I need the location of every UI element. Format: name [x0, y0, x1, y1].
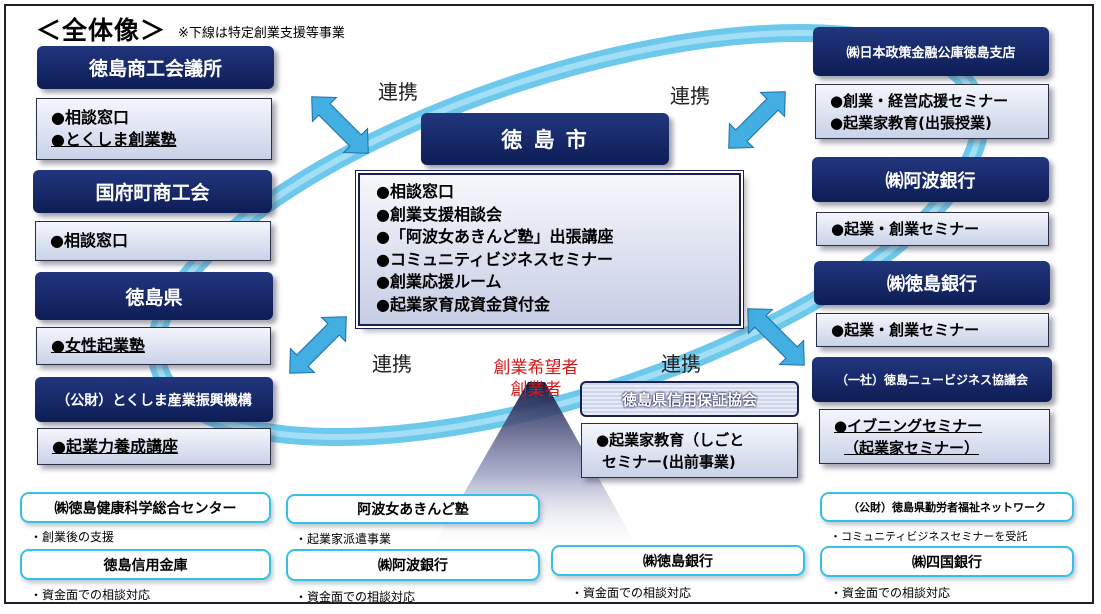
- partner-pill: 阿波女あきんど塾: [286, 494, 540, 524]
- partner-pill: ㈱徳島健康科学総合センター: [20, 492, 271, 523]
- center-title: 徳 島 市: [421, 113, 669, 165]
- partner-pill: 徳島信用金庫: [20, 549, 271, 580]
- arrow-icon-bottom-right: [747, 308, 805, 366]
- list-item: ●創業応援ルーム: [376, 272, 502, 291]
- arrow-icon-top-left: [311, 96, 369, 154]
- center-services: ●相談窓口 ●創業支援相談会 ●「阿波女あきんど塾」出張講座 ●コミュニティビジ…: [358, 173, 741, 326]
- org-box-kokufu: ●相談窓口: [35, 221, 271, 261]
- partner-sub: ・資金面での相談対応: [830, 586, 951, 600]
- org-box-guarantee: ●起業家教育（しごと セミナー(出前事業): [581, 423, 798, 478]
- list-item: ●起業家教育（しごと: [596, 430, 745, 449]
- list-item: ●相談窓口: [50, 231, 128, 250]
- org-box-tokushima-bank: ●起業・創業セミナー: [816, 313, 1049, 347]
- list-item: ●「阿波女あきんど塾」出張講座: [376, 227, 614, 246]
- org-title-kokufu: 国府町商工会: [33, 170, 272, 213]
- partner-sub: ・資金面での相談対応: [571, 586, 692, 600]
- partner-pill: ㈱阿波銀行: [286, 549, 540, 581]
- renkei-label: 連携: [378, 80, 418, 104]
- org-box-shokokaigisho: ●相談窓口 ●とくしま創業塾: [36, 98, 272, 160]
- partner-pill: ㈱徳島銀行: [551, 545, 805, 576]
- list-item: ●女性起業塾: [51, 336, 145, 355]
- list-item: セミナー(出前事業): [602, 452, 736, 471]
- partner-sub: ・資金面での相談対応: [295, 590, 416, 604]
- list-item: ●起業力養成講座: [52, 436, 178, 456]
- org-title-shokokaigisho: 徳島商工会議所: [37, 46, 274, 89]
- list-item: （起業家セミナー）: [844, 438, 980, 457]
- list-item: ●とくしま創業塾: [51, 130, 177, 149]
- org-box-newbiz: ●イブニングセミナー （起業家セミナー）: [819, 409, 1050, 464]
- arrow-icon-bottom-left: [289, 316, 347, 374]
- target-line: 創業者: [510, 380, 562, 400]
- org-title-jfc: ㈱日本政策金融公庫徳島支店: [813, 27, 1049, 76]
- list-item: ●創業支援相談会: [376, 204, 502, 224]
- underline-note: ※下線は特定創業支援等事業: [178, 26, 345, 41]
- org-title-awa: ㈱阿波銀行: [812, 157, 1049, 202]
- org-box-awa: ●起業・創業セミナー: [816, 212, 1049, 246]
- target-line: 創業希望者: [493, 358, 579, 378]
- list-item: ●起業・創業セミナー: [831, 220, 980, 238]
- org-title-sangyo: （公財）とくしま産業振興機構: [35, 377, 273, 422]
- list-item: ●相談窓口: [376, 182, 454, 201]
- list-item: ●起業家教育(出張授業): [830, 113, 992, 132]
- target-audience: 創業希望者 創業者: [482, 357, 590, 401]
- partner-sub: ・創業後の支援: [30, 530, 115, 544]
- org-box-ken: ●女性起業塾: [36, 327, 271, 365]
- list-item: ●相談窓口: [51, 108, 129, 127]
- org-box-jfc: ●創業・経営応援セミナー ●起業家教育(出張授業): [815, 84, 1049, 139]
- arrow-icon-top-right: [728, 91, 786, 149]
- list-item: ●創業・経営応援セミナー: [830, 91, 1009, 110]
- org-title-newbiz: （一社）徳島ニュービジネス協議会: [812, 357, 1052, 402]
- partner-sub: ・資金面での相談対応: [30, 588, 151, 602]
- renkei-label: 連携: [661, 352, 701, 376]
- list-item: ●イブニングセミナー: [834, 416, 983, 435]
- org-title-tokushima-bank: ㈱徳島銀行: [814, 261, 1050, 305]
- list-item: ●コミュニティビジネスセミナー: [376, 249, 614, 269]
- list-item: ●起業家育成資金貸付金: [376, 294, 550, 314]
- list-item: ●起業・創業セミナー: [831, 321, 980, 339]
- renkei-label: 連携: [372, 352, 412, 376]
- partner-sub: ・コミュニティビジネスセミナーを受託: [830, 530, 1028, 543]
- page-title: ＜全体像＞: [36, 16, 167, 45]
- org-box-sangyo: ●起業力養成講座: [37, 428, 271, 465]
- org-title-ken: 徳島県: [35, 272, 273, 320]
- outer-frame: [4, 4, 1094, 604]
- org-title-guarantee: 徳島県信用保証協会: [580, 381, 799, 417]
- partner-sub: ・起業家派遣事業: [295, 532, 392, 546]
- renkei-label: 連携: [670, 84, 710, 108]
- partner-pill: （公財）徳島県勤労者福祉ネットワーク: [820, 492, 1074, 522]
- partner-pill: ㈱四国銀行: [820, 546, 1074, 577]
